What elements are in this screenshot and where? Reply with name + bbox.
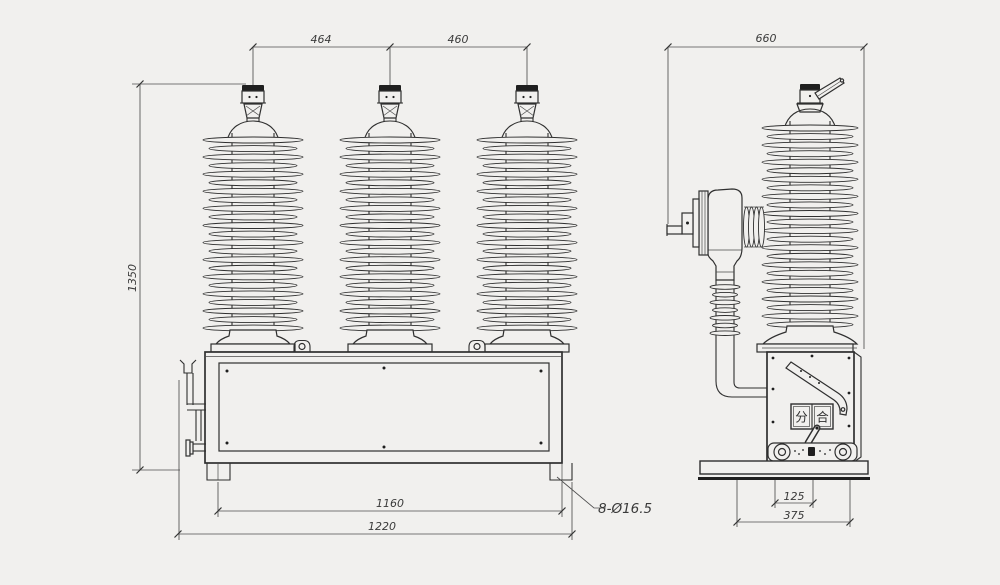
- dim-overall-width: 1220: [174, 380, 576, 540]
- charging-handle-slot: [785, 361, 848, 416]
- dim-label-overall: 1220: [368, 520, 396, 533]
- conduit-tube: [715, 337, 767, 398]
- dim-label-125: 125: [784, 490, 805, 503]
- indicator-close-label: 合: [816, 410, 829, 425]
- label-8-holes: 8-Ø16.5: [598, 501, 652, 517]
- dim-label-1160: 1160: [376, 497, 404, 510]
- dim-label-464: 464: [311, 33, 332, 46]
- dim-depth: 660: [664, 32, 868, 349]
- dim-label-375: 375: [784, 509, 805, 522]
- dim-height: 1350: [126, 80, 246, 474]
- side-bushing: [666, 188, 767, 398]
- side-view: 660: [664, 32, 870, 527]
- bellows: [743, 206, 765, 248]
- insulator-column-right: [476, 84, 578, 353]
- terminal-cap: [800, 84, 820, 90]
- base-channel: [698, 460, 870, 480]
- mounting-foot-right: [549, 463, 573, 481]
- dim-foot-span: 1160: [214, 482, 566, 517]
- indicator-open-label: 分: [795, 410, 808, 425]
- dim-phase-spacing: 464 460: [249, 33, 531, 85]
- lifting-lug-right: [468, 339, 486, 352]
- insulator-fins: [761, 121, 859, 329]
- mechanism-box: 分 合: [762, 347, 862, 463]
- side-insulator-column: [756, 77, 859, 353]
- dim-base: 125 375: [733, 480, 854, 527]
- dim-label-1350: 1350: [126, 264, 139, 292]
- shaft-knob: [185, 439, 191, 457]
- bushing-flange: [698, 190, 709, 256]
- insulator-column-center: [339, 84, 441, 353]
- breaker-tank: [204, 339, 563, 464]
- note-mounting-holes: 8-Ø16.5: [556, 476, 652, 517]
- position-indicator: 分 合: [790, 403, 834, 430]
- mounting-foot-left: [206, 463, 231, 481]
- bushing-housing: [707, 188, 743, 281]
- lifting-lug-left: [293, 339, 311, 352]
- box-side-edge: [853, 351, 862, 463]
- manual-trip-lever: [804, 424, 821, 447]
- insulator-dome: [783, 108, 837, 131]
- front-view: 464 460 1350: [126, 33, 652, 540]
- insulator-skirt: [761, 325, 859, 345]
- tank-door-panel: [218, 362, 550, 452]
- drive-pin: [666, 225, 683, 235]
- insulator-column-left: [202, 84, 304, 353]
- dim-label-460: 460: [448, 33, 469, 46]
- tail-insulator: [709, 280, 741, 338]
- mechanism-bracket: [179, 359, 206, 457]
- nameplate-strip: [767, 442, 858, 462]
- dim-label-660: 660: [756, 32, 777, 45]
